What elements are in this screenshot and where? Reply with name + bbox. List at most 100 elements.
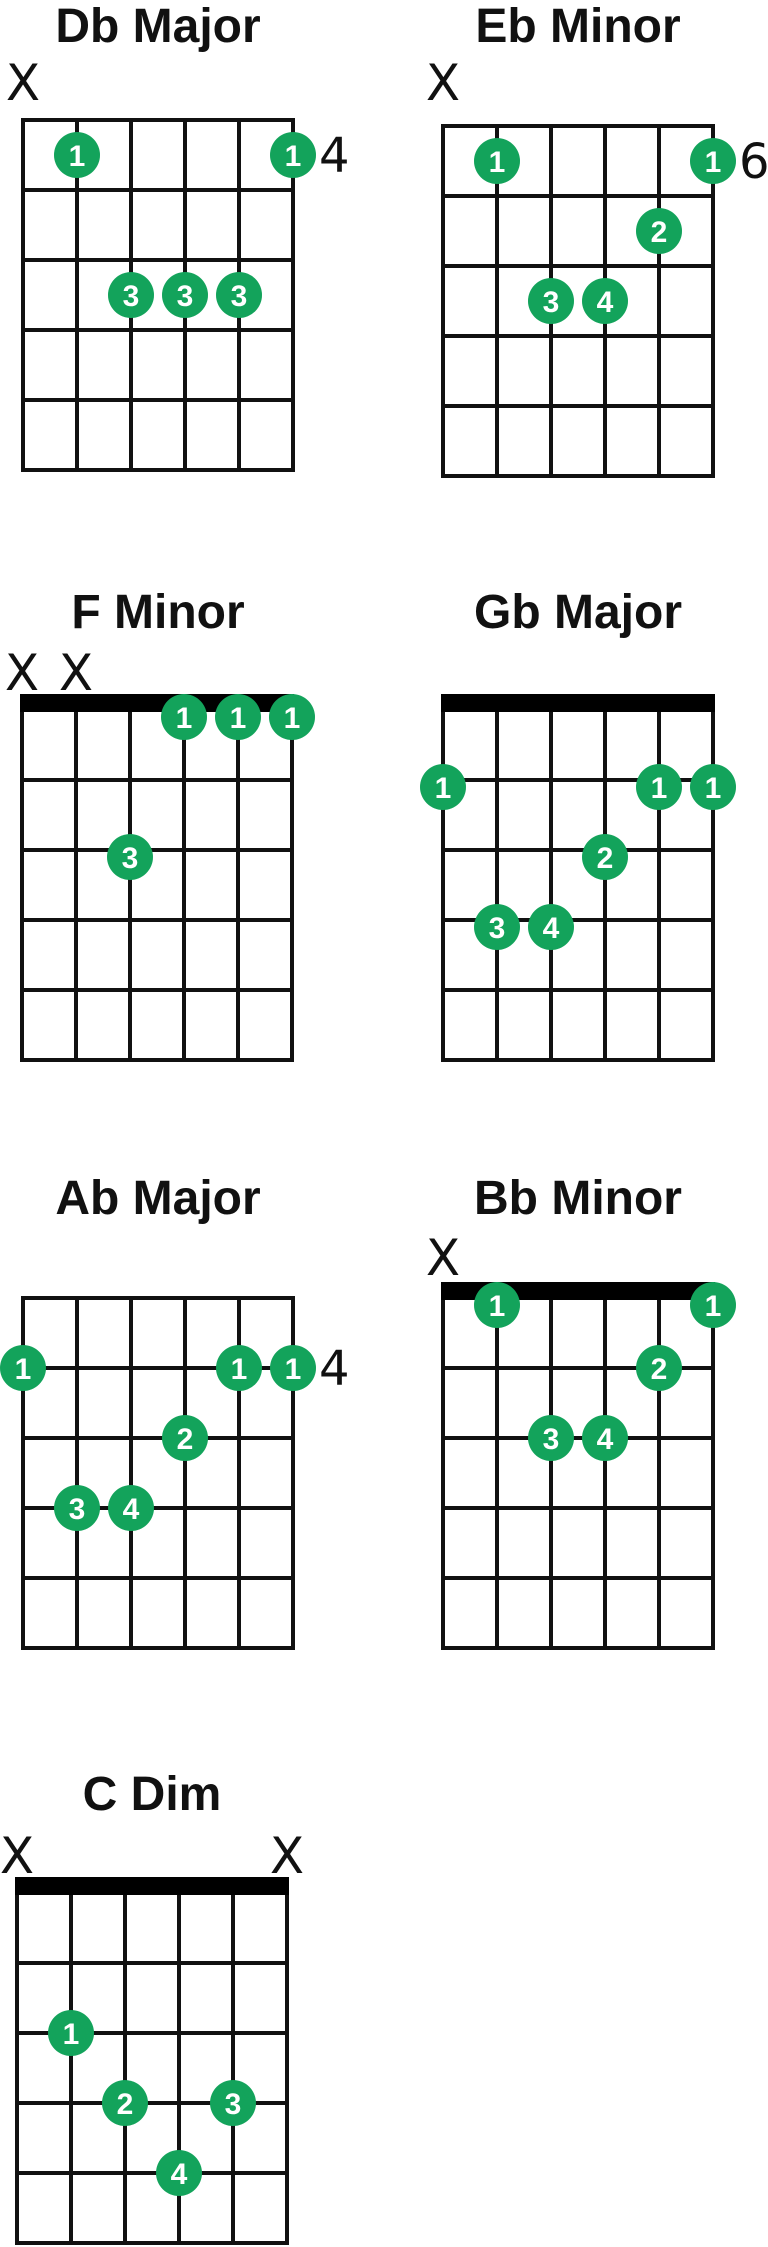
finger-dot: 2 bbox=[636, 1345, 682, 1391]
finger-dot-circle bbox=[162, 1415, 208, 1461]
finger-number: 2 bbox=[177, 1423, 194, 1456]
finger-number: 1 bbox=[176, 702, 193, 735]
finger-dot: 3 bbox=[108, 272, 154, 318]
finger-dot: 1 bbox=[216, 1345, 262, 1391]
finger-dot-circle bbox=[582, 834, 628, 880]
finger-dot: 1 bbox=[690, 138, 736, 184]
finger-number: 4 bbox=[123, 1493, 140, 1526]
finger-dot: 1 bbox=[270, 132, 316, 178]
finger-number: 1 bbox=[284, 702, 301, 735]
finger-dot-circle bbox=[474, 904, 520, 950]
finger-dot-circle bbox=[690, 764, 736, 810]
finger-dot-circle bbox=[690, 1282, 736, 1328]
finger-dot-circle bbox=[636, 208, 682, 254]
chord-title: Bb Minor bbox=[474, 1172, 682, 1225]
finger-number: 3 bbox=[543, 1423, 560, 1456]
finger-dot-circle bbox=[270, 132, 316, 178]
finger-dot: 1 bbox=[269, 694, 315, 740]
finger-number: 1 bbox=[69, 140, 86, 173]
finger-number: 2 bbox=[651, 216, 668, 249]
finger-dot-circle bbox=[216, 272, 262, 318]
finger-number: 1 bbox=[15, 1353, 32, 1386]
finger-dot-circle bbox=[216, 1345, 262, 1391]
muted-string-mark: X bbox=[5, 644, 39, 702]
finger-dot-circle bbox=[528, 278, 574, 324]
finger-dot-circle bbox=[156, 2150, 202, 2196]
fret-number-label: 6 bbox=[739, 134, 768, 190]
finger-number: 1 bbox=[705, 146, 722, 179]
fret-number-label: 4 bbox=[319, 128, 350, 184]
finger-dot: 3 bbox=[528, 1415, 574, 1461]
finger-dot-circle bbox=[54, 132, 100, 178]
finger-dot-circle bbox=[269, 694, 315, 740]
finger-dot: 2 bbox=[162, 1415, 208, 1461]
finger-dot: 1 bbox=[215, 694, 261, 740]
finger-dot: 2 bbox=[636, 208, 682, 254]
finger-dot-circle bbox=[162, 272, 208, 318]
finger-dot: 1 bbox=[474, 138, 520, 184]
finger-dot-circle bbox=[582, 1415, 628, 1461]
finger-number: 3 bbox=[69, 1493, 86, 1526]
finger-dot: 1 bbox=[0, 1345, 46, 1391]
finger-dot-circle bbox=[420, 764, 466, 810]
finger-dot: 1 bbox=[474, 1282, 520, 1328]
finger-dot: 3 bbox=[528, 278, 574, 324]
finger-dot: 1 bbox=[270, 1345, 316, 1391]
finger-dot: 4 bbox=[582, 278, 628, 324]
finger-number: 1 bbox=[489, 146, 506, 179]
finger-dot-circle bbox=[270, 1345, 316, 1391]
finger-number: 1 bbox=[705, 772, 722, 805]
finger-number: 2 bbox=[651, 1353, 668, 1386]
muted-string-mark: X bbox=[426, 1229, 460, 1287]
muted-string-mark: X bbox=[0, 1827, 34, 1885]
finger-number: 1 bbox=[705, 1290, 722, 1323]
chord-title: F Minor bbox=[71, 586, 244, 639]
finger-dot-circle bbox=[474, 138, 520, 184]
finger-number: 1 bbox=[651, 772, 668, 805]
finger-dot-circle bbox=[636, 1345, 682, 1391]
finger-dot: 1 bbox=[690, 1282, 736, 1328]
finger-dot-circle bbox=[0, 1345, 46, 1391]
chord-title: C Dim bbox=[83, 1768, 222, 1821]
finger-number: 4 bbox=[597, 286, 614, 319]
finger-number: 1 bbox=[230, 702, 247, 735]
finger-number: 4 bbox=[171, 2158, 188, 2191]
finger-dot-circle bbox=[107, 834, 153, 880]
finger-dot: 1 bbox=[690, 764, 736, 810]
finger-dot: 1 bbox=[54, 132, 100, 178]
finger-number: 2 bbox=[117, 2088, 134, 2121]
finger-number: 2 bbox=[597, 842, 614, 875]
finger-number: 4 bbox=[543, 912, 560, 945]
finger-dot: 3 bbox=[474, 904, 520, 950]
finger-dot: 3 bbox=[216, 272, 262, 318]
finger-number: 1 bbox=[435, 772, 452, 805]
muted-string-mark: X bbox=[59, 644, 93, 702]
nut-bar bbox=[15, 1877, 289, 1895]
finger-dot-circle bbox=[102, 2080, 148, 2126]
finger-number: 1 bbox=[489, 1290, 506, 1323]
finger-number: 3 bbox=[543, 286, 560, 319]
finger-dot-circle bbox=[690, 138, 736, 184]
finger-number: 3 bbox=[225, 2088, 242, 2121]
chord-title: Db Major bbox=[55, 0, 260, 53]
finger-number: 3 bbox=[122, 842, 139, 875]
finger-dot-circle bbox=[108, 1485, 154, 1531]
finger-dot: 1 bbox=[48, 2010, 94, 2056]
finger-dot-circle bbox=[210, 2080, 256, 2126]
finger-dot: 2 bbox=[102, 2080, 148, 2126]
finger-dot: 4 bbox=[156, 2150, 202, 2196]
finger-dot-circle bbox=[528, 904, 574, 950]
finger-number: 1 bbox=[63, 2018, 80, 2051]
finger-dot-circle bbox=[54, 1485, 100, 1531]
finger-dot: 2 bbox=[582, 834, 628, 880]
finger-dot-circle bbox=[215, 694, 261, 740]
finger-dot: 1 bbox=[161, 694, 207, 740]
chord-title: Eb Minor bbox=[475, 0, 680, 53]
